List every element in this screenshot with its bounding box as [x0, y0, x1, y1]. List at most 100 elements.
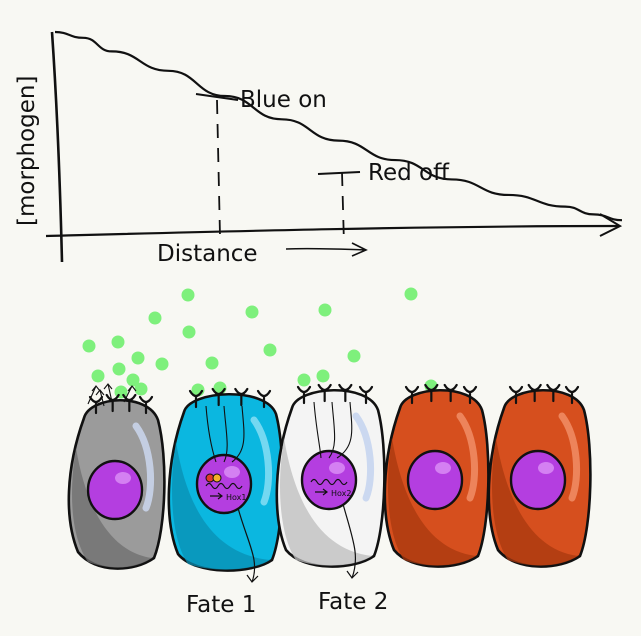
nucleus [406, 449, 464, 511]
blue-on-threshold-line [216, 99, 221, 237]
fate-1-label: Fate 1 [186, 592, 256, 618]
cell-shadow [492, 438, 578, 566]
cell-highlight [250, 416, 273, 506]
morphogen-dot [347, 349, 361, 363]
morphogen-dot [182, 325, 196, 339]
signal-arrow [205, 405, 217, 463]
morphogen-dot [205, 356, 219, 370]
morphogen-dot [245, 305, 259, 319]
nucleus-highlight [115, 472, 131, 484]
morphogen-concentration-curve [54, 30, 623, 222]
cell-white: Hox2 [275, 383, 386, 579]
receptor [424, 383, 439, 403]
x-axis-arrowhead [599, 213, 623, 237]
cell-shadow [388, 438, 476, 566]
nucleus [509, 449, 567, 511]
transcription-factor [212, 473, 222, 483]
nucleus-highlight [538, 462, 554, 474]
morphogen-dot [134, 382, 148, 396]
morphogen-dot [181, 288, 195, 302]
nucleus-highlight [224, 466, 240, 478]
nucleus [195, 453, 253, 515]
transcription-arrow [210, 492, 223, 500]
morphogen-dot [82, 339, 96, 353]
morphogen-dot [316, 369, 330, 383]
receptor [122, 393, 137, 413]
receptor [211, 387, 226, 407]
morphogen-dot [126, 373, 140, 387]
cell-highlight [456, 412, 479, 502]
red-off-threshold-line [341, 171, 345, 245]
x-axis-label-arrow [285, 242, 368, 257]
fate-2-label: Fate 2 [318, 589, 388, 615]
receptor [508, 385, 524, 405]
cell-highlight [558, 412, 581, 502]
morphogen-dot [112, 362, 126, 376]
receptor [105, 393, 120, 413]
receptor [462, 385, 478, 405]
fate-arrow [342, 503, 359, 579]
receptor [546, 383, 561, 403]
morphogen-dot [155, 357, 169, 371]
x-axis [45, 224, 619, 238]
cell-red-1 [383, 383, 490, 568]
x-axis-label: Distance [157, 241, 258, 267]
signal-arrow [336, 401, 353, 459]
receptor [338, 383, 353, 403]
nucleus-highlight [329, 462, 345, 474]
morphogen-dot [131, 351, 145, 365]
morphogen-dot [263, 343, 277, 357]
receptor [564, 385, 580, 405]
bounce-arrow [87, 385, 101, 405]
receptor [527, 383, 542, 403]
receptor [234, 387, 249, 407]
cell-blue: Hox1 [167, 387, 284, 583]
y-axis-label: [morphogen] [14, 76, 40, 226]
signal-arrow [223, 405, 228, 463]
blue-on-label: Blue on [240, 87, 327, 113]
nucleus [86, 459, 144, 521]
cell-grey [67, 383, 166, 570]
cell-row: Hox1 Hox2 [67, 383, 592, 583]
morphogen-dot [91, 369, 105, 383]
receptor [296, 385, 312, 405]
morphogen-dot [297, 373, 311, 387]
red-off-tick [317, 171, 361, 175]
cell-shadow [172, 442, 270, 570]
morphogen-dot [148, 311, 162, 325]
bounce-arrow [95, 389, 105, 407]
receptor [358, 385, 374, 405]
signal-arrow [231, 405, 245, 463]
cell-shadow [72, 448, 152, 568]
morphogen-dot [404, 287, 418, 301]
receptor [138, 395, 154, 415]
bounce-arrow [123, 385, 137, 403]
red-off-label: Red off [368, 160, 450, 186]
receptor [188, 389, 204, 409]
y-axis [50, 31, 64, 263]
transcription-arrow [315, 488, 328, 496]
receptor [404, 385, 420, 405]
receptor [256, 389, 272, 409]
gene-label: Hox2 [331, 489, 352, 498]
gene-label: Hox1 [226, 493, 247, 502]
dna-strand [310, 478, 348, 486]
dna-strand [205, 482, 243, 490]
receptor [317, 383, 332, 403]
signal-arrow [328, 401, 336, 459]
cell-highlight [132, 422, 155, 512]
receptor [443, 383, 458, 403]
morphogen-graph: Blue on Red off [morphogen] Distance [14, 30, 623, 267]
nucleus-highlight [435, 462, 451, 474]
bounce-arrow [103, 383, 113, 403]
cell-red-2 [487, 383, 592, 568]
blue-on-tick [195, 93, 239, 101]
morphogen-dot [318, 303, 332, 317]
cell-highlight [352, 412, 375, 502]
nucleus [300, 449, 358, 511]
fate-arrow [237, 507, 259, 583]
morphogen-dot [111, 335, 125, 349]
signal-arrow [313, 401, 322, 459]
cell-shadow [280, 438, 372, 566]
